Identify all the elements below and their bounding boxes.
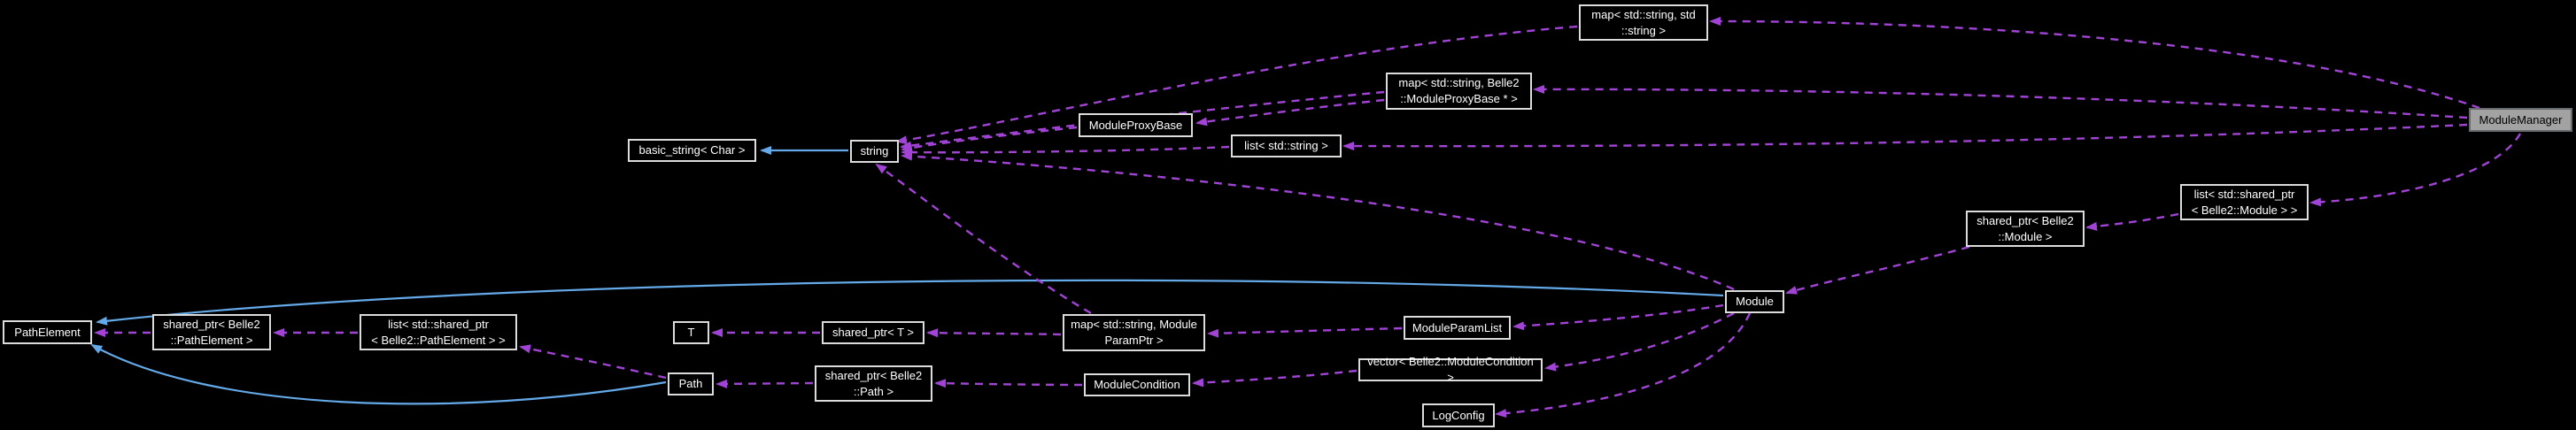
node-shared-ptr-path[interactable]: shared_ptr< Belle2 ::Path > [815,365,932,402]
node-label: LogConfig [1432,408,1485,422]
node-label: ModuleParamList [1412,320,1503,334]
node-label: ModuleProxyBase [1088,118,1183,132]
edge-moduleparamlist-to-map-moduleparamptr [1207,326,1403,338]
edge-path-to-list-shared-ptr-pathelement [519,344,667,380]
node-label: shared_ptr< Belle2 ::Module > [1976,213,2074,243]
node-module[interactable]: Module [1725,290,1784,313]
edge-module-to-vector-modulecondition [1544,311,1735,372]
edge-shared-ptr-path-to-path [716,379,814,388]
edge-modulecondition-to-shared-ptr-path [934,379,1083,388]
node-modulecondition[interactable]: ModuleCondition [1084,373,1190,396]
edge-modulemanager-to-list-string [1342,123,2468,151]
node-label: list< std::string > [1244,139,1328,153]
node-map-string-moduleproxybase[interactable]: map< std::string, Belle2 ::ModuleProxyBa… [1386,73,1532,110]
node-label: list< std::shared_ptr < Belle2::PathElem… [371,317,506,347]
node-label: shared_ptr< T > [832,326,915,340]
node-label: list< std::shared_ptr < Belle2::Module >… [2191,187,2298,217]
node-shared-ptr-pathelement[interactable]: shared_ptr< Belle2 ::PathElement > [152,314,271,350]
edge-modulemanager-to-map-moduleproxybase [1533,84,2468,119]
edge-map-moduleparamptr-to-shared-ptr-t [926,328,1062,338]
node-path[interactable]: Path [668,372,714,395]
edge-map-moduleparamptr-to-string [875,163,1092,315]
node-label: shared_ptr< Belle2 ::Path > [824,368,923,398]
edge-path-to-pathelement [90,344,667,405]
node-shared-ptr-module[interactable]: shared_ptr< Belle2 ::Module > [1966,211,2085,247]
node-moduleproxybase[interactable]: ModuleProxyBase [1079,113,1193,137]
edge-map-moduleproxybase-to-moduleproxybase [1195,98,1385,127]
node-label: basic_string< Char > [638,143,746,157]
edge-map-string-string-to-string [895,25,1578,145]
edge-moduleproxybase-to-string [901,126,1078,152]
node-label: Path [678,377,703,391]
edge-module-to-logconfig [1495,312,1752,418]
node-logconfig[interactable]: LogConfig [1422,403,1495,427]
edge-shared-ptr-module-to-module [1785,245,1970,295]
node-vector-modulecondition[interactable]: vector< Belle2::ModuleCondition > [1358,355,1543,384]
node-map-string-moduleparamptr[interactable]: map< std::string, Module ParamPtr > [1063,314,1205,351]
edge-list-string-to-string [901,145,1230,157]
node-string[interactable]: string [850,140,899,163]
edge-modulemanager-to-map-string-string [1709,17,2480,110]
node-label: map< std::string, Belle2 ::ModuleProxyBa… [1398,76,1520,105]
node-pathelement[interactable]: PathElement [3,320,92,344]
node-label: ModuleCondition [1094,378,1180,392]
node-modulemanager[interactable]: ModuleManager [2469,108,2572,132]
node-label: map< std::string, std ::string > [1591,7,1696,37]
node-basic-string-char[interactable]: basic_string< Char > [628,139,756,162]
node-list-string[interactable]: list< std::string > [1231,134,1342,157]
edge-vector-modulecondition-to-modulecondition [1192,369,1358,388]
edge-module-to-string [901,151,1735,291]
node-label: vector< Belle2::ModuleCondition > [1367,355,1534,384]
node-t[interactable]: T [673,321,709,344]
node-label: PathElement [14,325,81,339]
node-map-string-string[interactable]: map< std::string, std ::string > [1579,4,1708,41]
node-moduleparamlist[interactable]: ModuleParamList [1404,316,1511,340]
node-label: map< std::string, Module ParamPtr > [1071,318,1197,347]
node-list-shared-ptr-pathelement[interactable]: list< std::shared_ptr < Belle2::PathElem… [360,314,517,350]
node-label: Module [1736,295,1774,309]
edge-list-shared-ptr-module-to-shared-ptr-module [2085,212,2179,231]
edge-modulemanager-to-list-shared-ptr-module [2309,133,2522,207]
node-label: string [860,144,889,158]
edge-module-to-moduleparamlist [1512,303,1724,331]
node-label: ModuleManager [2479,112,2563,127]
node-shared-ptr-t[interactable]: shared_ptr< T > [822,321,924,344]
node-label: shared_ptr< Belle2 ::PathElement > [163,317,260,347]
node-label: T [687,326,695,340]
edge-module-to-pathelement [96,279,1724,326]
node-list-shared-ptr-module[interactable]: list< std::shared_ptr < Belle2::Module >… [2180,184,2309,220]
